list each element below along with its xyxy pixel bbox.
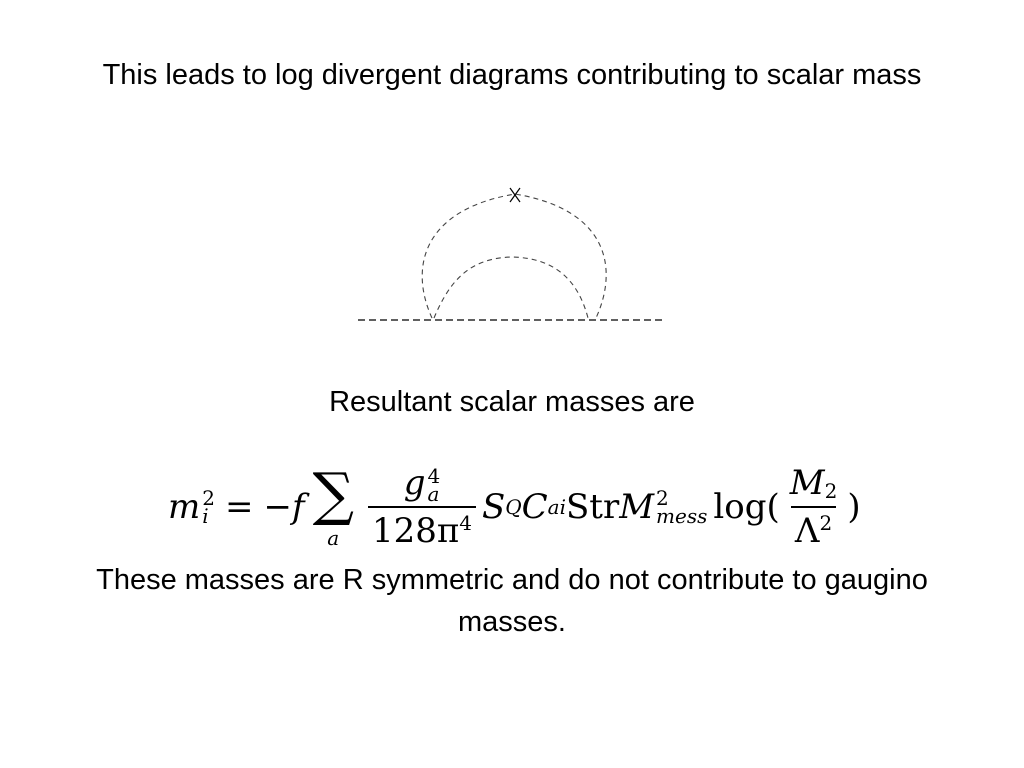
insertion-cross-icon: [509, 187, 521, 203]
eq-str: Str: [566, 487, 620, 527]
slide-conclusion: These masses are R symmetric and do not …: [96, 564, 928, 638]
eq-g-sup: 4: [427, 464, 441, 488]
slide-title: This leads to log divergent diagrams con…: [102, 59, 922, 91]
eq-den: 128π: [371, 511, 460, 551]
eq-C: C: [521, 487, 548, 527]
eq-lhs-sub: i: [202, 504, 209, 528]
eq-sum-index: a: [327, 526, 340, 550]
outer-loop: [421, 193, 607, 319]
feynman-diagram: [358, 187, 662, 321]
eq-equals: =: [224, 487, 254, 527]
inner-loop: [433, 256, 589, 319]
eq-sum: ∑ a: [312, 460, 354, 550]
eq-S: S: [481, 487, 506, 527]
eq-frac2-num-sup: 2: [824, 479, 838, 503]
sigma-icon: ∑: [312, 460, 354, 528]
eq-den-sup: 4: [459, 511, 472, 535]
eq-lhs-sup: 2: [202, 486, 215, 510]
equation-intro: Resultant scalar masses are: [329, 386, 695, 418]
eq-close-paren: ): [847, 487, 861, 527]
eq-minus-f: −f: [263, 487, 305, 527]
eq-M-sub: mess: [656, 504, 708, 528]
eq-M-sup: 2: [656, 486, 669, 510]
eq-frac2-num: M: [789, 463, 825, 503]
eq-g-sub: a: [427, 482, 440, 506]
eq-C-sub: ai: [547, 495, 566, 519]
eq-frac2-den-sup: 2: [819, 511, 833, 535]
eq-log: log(: [713, 487, 780, 527]
eq-frac2-den: Λ: [794, 511, 820, 551]
eq-M: M: [619, 487, 655, 527]
eq-lhs-m: m: [168, 487, 201, 527]
eq-g: g: [403, 463, 426, 503]
eq-S-sub: Q: [505, 495, 522, 519]
